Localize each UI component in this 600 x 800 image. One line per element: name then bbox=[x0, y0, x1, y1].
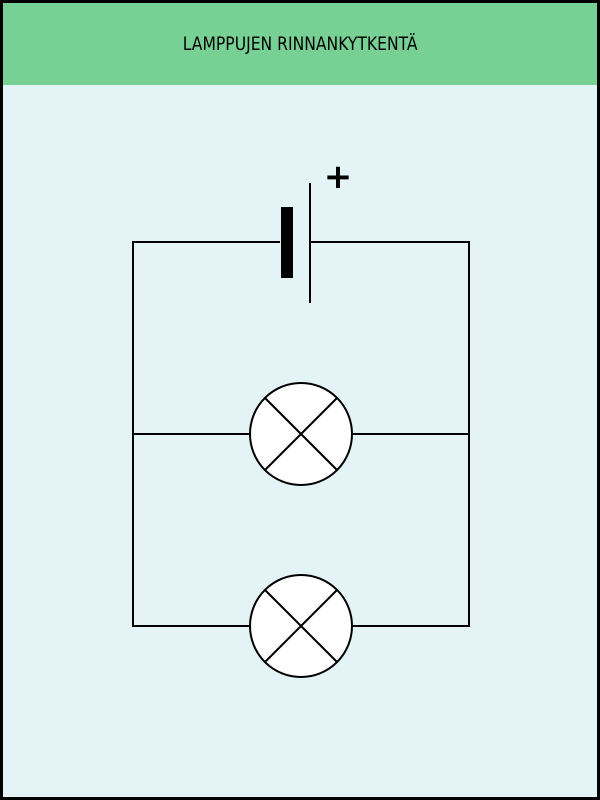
battery-negative-plate bbox=[281, 207, 293, 278]
circuit-diagram: + bbox=[132, 157, 470, 678]
battery-plus-label: + bbox=[324, 157, 353, 197]
header-bar: LAMPPUJEN RINNANKYTKENTÄ bbox=[3, 3, 597, 85]
lamp-1-cross-b bbox=[264, 397, 338, 471]
lamp-2-cross-b bbox=[264, 589, 338, 663]
page-title: LAMPPUJEN RINNANKYTKENTÄ bbox=[182, 33, 418, 55]
battery-symbol bbox=[281, 183, 311, 303]
lamp-1 bbox=[249, 382, 353, 486]
lamp-2 bbox=[249, 574, 353, 678]
